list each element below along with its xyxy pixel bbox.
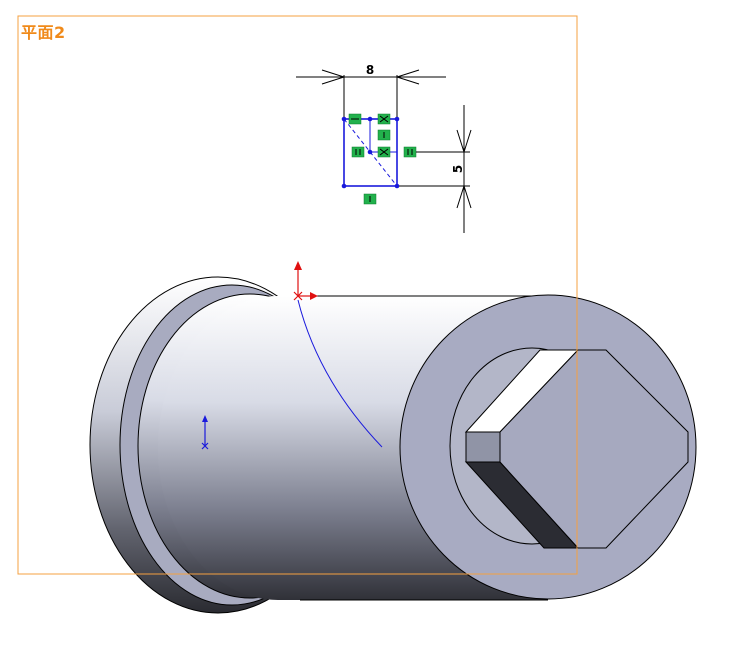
plane-label[interactable]: 平面2 [21, 23, 66, 42]
sketch-rectangle[interactable] [341, 116, 400, 189]
relation-vertical-icon [377, 129, 391, 141]
sweep-path-curve[interactable] [297, 299, 383, 448]
relation-badges[interactable] [348, 113, 417, 205]
relation-vertical-icon [363, 193, 377, 205]
dimension-vertical[interactable]: 5 [399, 105, 472, 233]
relation-horizontal-icon [348, 113, 362, 125]
slot-side[interactable] [465, 431, 501, 463]
dimension-horizontal[interactable]: 8 [296, 63, 446, 117]
dimension-vertical-value: 5 [451, 165, 465, 173]
relation-midpoint-icon [377, 113, 391, 125]
relation-vertical-icon [403, 146, 417, 158]
sketch-origin-icon [201, 415, 209, 450]
hex-head[interactable] [499, 349, 689, 549]
dimension-horizontal-value: 8 [366, 63, 374, 77]
plane-2-boundary[interactable] [17, 15, 578, 575]
relation-vertical-icon [351, 146, 365, 158]
origin-triad [293, 261, 318, 301]
relation-midpoint-icon [377, 146, 391, 158]
